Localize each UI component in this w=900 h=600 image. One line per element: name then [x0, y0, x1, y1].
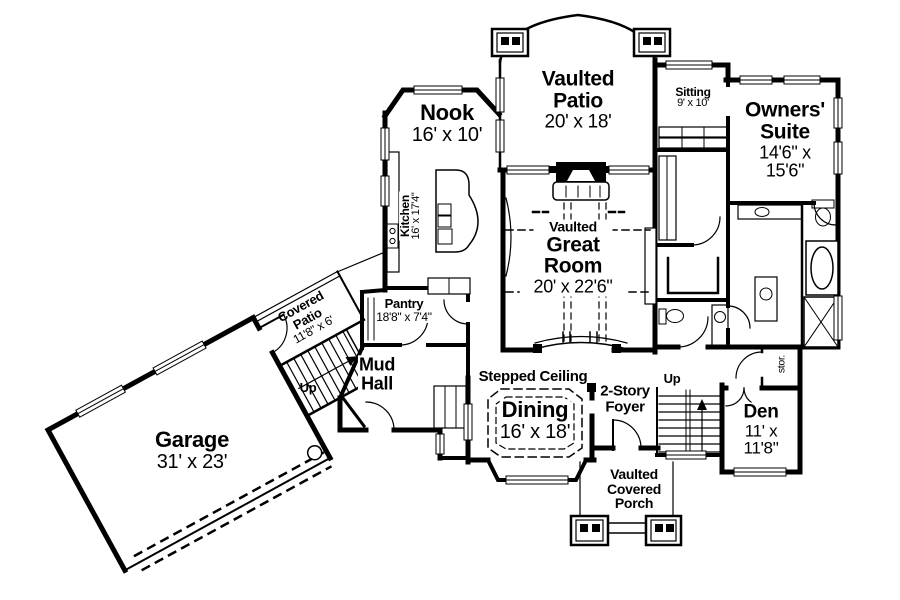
stepped-ceiling-label: Stepped Ceiling: [478, 368, 588, 386]
storage-label: stor.: [775, 353, 788, 375]
dining-label: Dining 16' x 18': [499, 397, 571, 444]
fireplace: [547, 162, 615, 201]
patio-pillar-left: [490, 27, 530, 58]
stairs-right-up-label: Up: [663, 371, 681, 387]
porch-structure: [569, 461, 683, 547]
mud-hall-label: Mud Hall: [357, 354, 397, 393]
sitting-label: Sitting 9' x 10': [674, 85, 712, 110]
owners-suite-label: Owners' Suite 14'6" x 15'6": [744, 98, 826, 181]
foyer-label: 2-Story Foyer: [599, 382, 651, 415]
vaulted-patio-label: Vaulted Patio 20' x 18': [540, 67, 616, 132]
garage-structure: [44, 270, 376, 574]
patio-roof-line: [336, 251, 386, 273]
sitting-builtins: [658, 126, 728, 241]
great-room-features: [505, 197, 657, 392]
pantry-label: Pantry 18'8" x 7'4": [375, 296, 433, 324]
covered-patio-edge: [252, 270, 341, 323]
stairs-left-up-label: Up: [299, 380, 317, 396]
windows: [380, 60, 843, 485]
garage-label: Garage 31' x 23': [154, 427, 230, 474]
staircase-right: [658, 389, 721, 453]
den-label: Den 11' x 11'8": [742, 401, 780, 458]
porch-label: Vaulted Covered Porch: [607, 466, 661, 512]
kitchen-label: Kitchen 16' x 17'4": [398, 191, 423, 241]
bath-fixtures: [658, 199, 839, 348]
nook-label: Nook 16' x 10': [410, 100, 484, 147]
great-room-label: Vaulted Great Room 20' x 22'6": [533, 218, 613, 297]
patio-pillar-right: [632, 27, 672, 58]
kitchen-fixtures: [367, 151, 479, 341]
ceiling-beam-dashes: [505, 191, 651, 345]
